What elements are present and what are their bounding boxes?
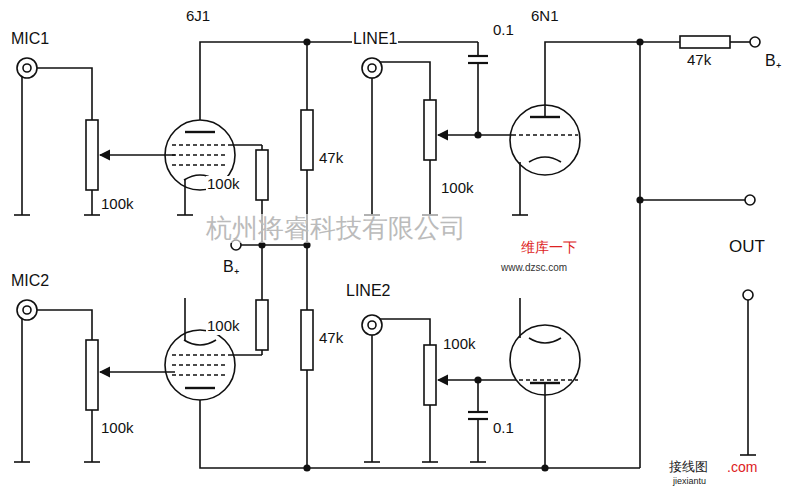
resistor-value: 100k [100,196,135,213]
jack-label: MIC2 [10,272,50,290]
tube-6j1 [165,42,478,215]
watermark: www.dzsc.com [500,262,568,273]
mic1-input [14,58,175,215]
line2-input [362,315,512,462]
resistor-value: 100k [206,176,241,193]
jack-label: MIC1 [10,30,50,48]
supply-label: B₊ [764,52,782,70]
resistor-network [231,39,313,471]
resistor-value: 47k [318,330,344,347]
capacitor-value: 0.1 [492,22,515,39]
tube-label: 6N1 [530,8,560,25]
tube-6n1 [510,42,680,215]
watermark: .com [726,460,758,475]
terminal-label: OUT [728,238,766,257]
resistor-value: 100k [100,420,135,437]
mic2-input [14,300,175,462]
tube-6n1-lower [510,298,580,468]
resistor-value: 47k [686,52,712,69]
resistor-value: 100k [206,318,241,335]
resistor-value: 100k [442,336,477,353]
tube-6j1-lower [165,298,640,468]
resistor-value: 47k [318,150,344,167]
resistor-value: 100k [440,180,475,197]
jack-label: LINE2 [345,282,391,300]
line1-input [362,42,512,215]
watermark: 杭州将睿科技有限公司 [205,214,467,243]
tube-label: 6J1 [185,8,211,25]
watermark: jiexiantu [672,477,707,487]
watermark: 维库一下 [520,240,578,255]
supply-label: B₊ [222,258,240,276]
capacitor-value: 0.1 [492,420,515,437]
jack-label: LINE1 [352,30,398,48]
watermark: 接线图 [668,460,709,474]
